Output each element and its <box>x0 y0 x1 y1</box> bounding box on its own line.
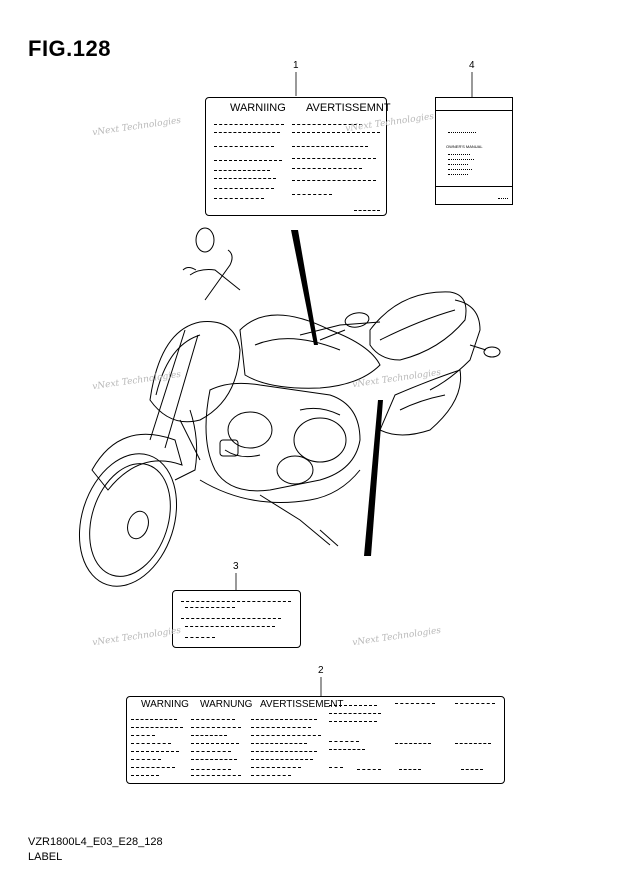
front-wheel <box>78 453 178 587</box>
owners-manual-heading: OWNER'S MANUAL <box>446 144 483 149</box>
turn-signal <box>483 346 501 358</box>
motorcycle-drawing <box>78 227 501 587</box>
label-2-warning-heading: WARNING <box>141 699 189 710</box>
label-1-warning-heading: WARNIING <box>230 102 286 114</box>
label-1-avertissement-heading: AVERTISSEMNT <box>306 102 391 114</box>
diagram-caption: LABEL <box>28 851 63 863</box>
label-2-warnung-heading: WARNUNG <box>200 699 253 710</box>
callout-2: 2 <box>318 665 324 676</box>
callout-3: 3 <box>233 561 239 572</box>
label-2-avertissement-heading: AVERTISSEMENT <box>260 699 344 710</box>
pointer-wedge-lower <box>364 400 383 556</box>
label-2-multilingual: WARNING WARNUNG AVERTISSEMENT <box>126 696 505 784</box>
fuel-tank <box>239 314 381 389</box>
headlight-cowl <box>149 321 241 423</box>
seat <box>369 291 467 361</box>
mirror-right <box>344 312 370 328</box>
callout-1: 1 <box>293 60 299 71</box>
mirror-left <box>195 227 215 253</box>
engine <box>205 382 361 492</box>
label-4-owners-manual: OWNER'S MANUAL <box>435 97 513 205</box>
pointer-wedge-upper <box>291 230 318 345</box>
label-1-warning: WARNIING AVERTISSEMNT <box>205 97 391 216</box>
callout-4: 4 <box>469 60 475 71</box>
figure-title: FIG.128 <box>28 36 111 61</box>
diagram-code: VZR1800L4_E03_E28_128 <box>28 836 163 848</box>
label-3 <box>172 590 301 648</box>
